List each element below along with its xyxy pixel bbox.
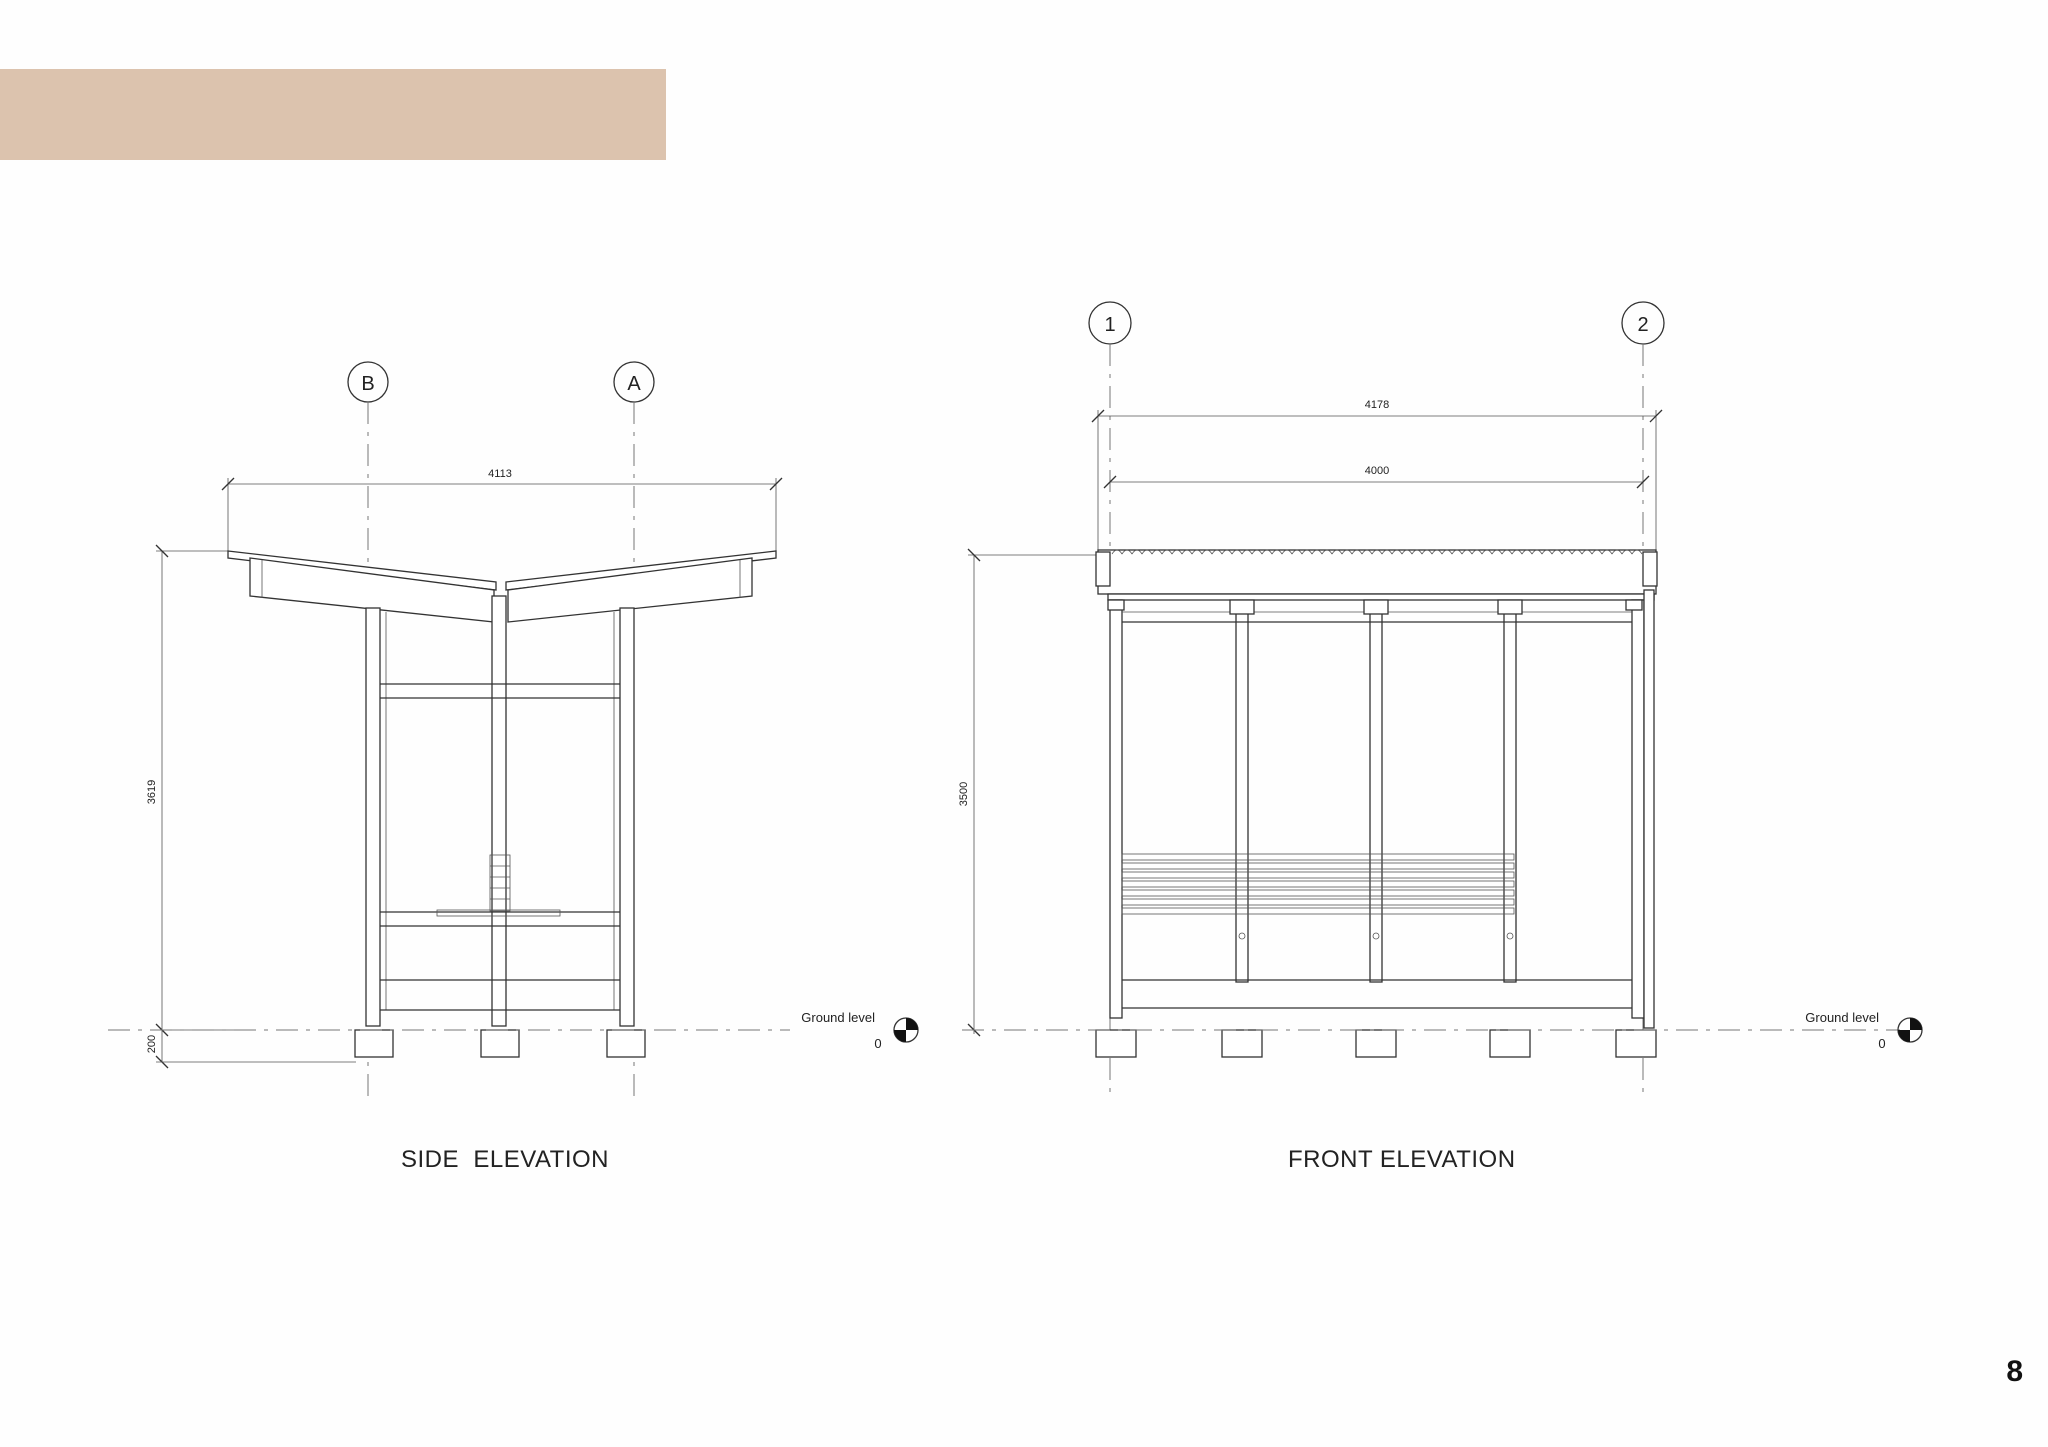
side-elevation: B A 4113 3619 200 <box>108 361 919 1097</box>
side-columns <box>365 595 635 1027</box>
dimension-overall: 4178 <box>1091 399 1663 550</box>
header-banner <box>0 69 666 160</box>
side-bench <box>436 854 561 917</box>
ground-level-marker: Ground level 0 <box>801 1010 919 1051</box>
side-rails <box>380 683 620 1011</box>
svg-text:4000: 4000 <box>1365 465 1389 477</box>
grid-bubble-a: A <box>613 361 655 403</box>
corrugated-roof <box>1095 549 1658 601</box>
svg-text:1: 1 <box>1104 314 1115 336</box>
svg-text:B: B <box>361 373 374 395</box>
side-elevation-title: SIDE ELEVATION <box>401 1146 609 1173</box>
svg-text:4113: 4113 <box>488 468 512 480</box>
svg-text:4178: 4178 <box>1365 399 1389 411</box>
grid-bubble-2: 2 <box>1621 301 1665 345</box>
svg-text:3500: 3500 <box>958 782 970 806</box>
page-number: 8 <box>2006 1355 2023 1388</box>
ground-level-marker: Ground level 0 <box>1805 1010 1923 1051</box>
dimension-height: 3500 <box>958 548 1098 1037</box>
svg-text:0: 0 <box>874 1036 881 1051</box>
front-bench <box>1121 853 1515 940</box>
front-footings <box>1095 1029 1657 1058</box>
side-footings <box>354 1029 646 1058</box>
svg-text:2: 2 <box>1637 314 1648 336</box>
dimension-inner: 4000 <box>1103 465 1650 489</box>
grid-bubble-1: 1 <box>1088 301 1132 345</box>
roof-brackets <box>1107 599 1643 615</box>
grid-bubble-b: B <box>347 361 389 403</box>
svg-text:Ground level: Ground level <box>1805 1010 1879 1025</box>
svg-text:0: 0 <box>1878 1036 1885 1051</box>
front-elevation-title: FRONT ELEVATION <box>1288 1146 1516 1173</box>
dimension-height: 3619 200 <box>146 544 356 1069</box>
butterfly-roof <box>227 550 777 623</box>
dimension-width: 4113 <box>221 468 783 552</box>
svg-text:A: A <box>627 373 641 395</box>
svg-text:Ground level: Ground level <box>801 1010 875 1025</box>
front-frame <box>1109 589 1655 1029</box>
svg-text:200: 200 <box>146 1035 158 1053</box>
svg-text:3619: 3619 <box>146 780 158 804</box>
front-elevation: 1 2 4178 4000 3500 <box>958 301 1923 1097</box>
